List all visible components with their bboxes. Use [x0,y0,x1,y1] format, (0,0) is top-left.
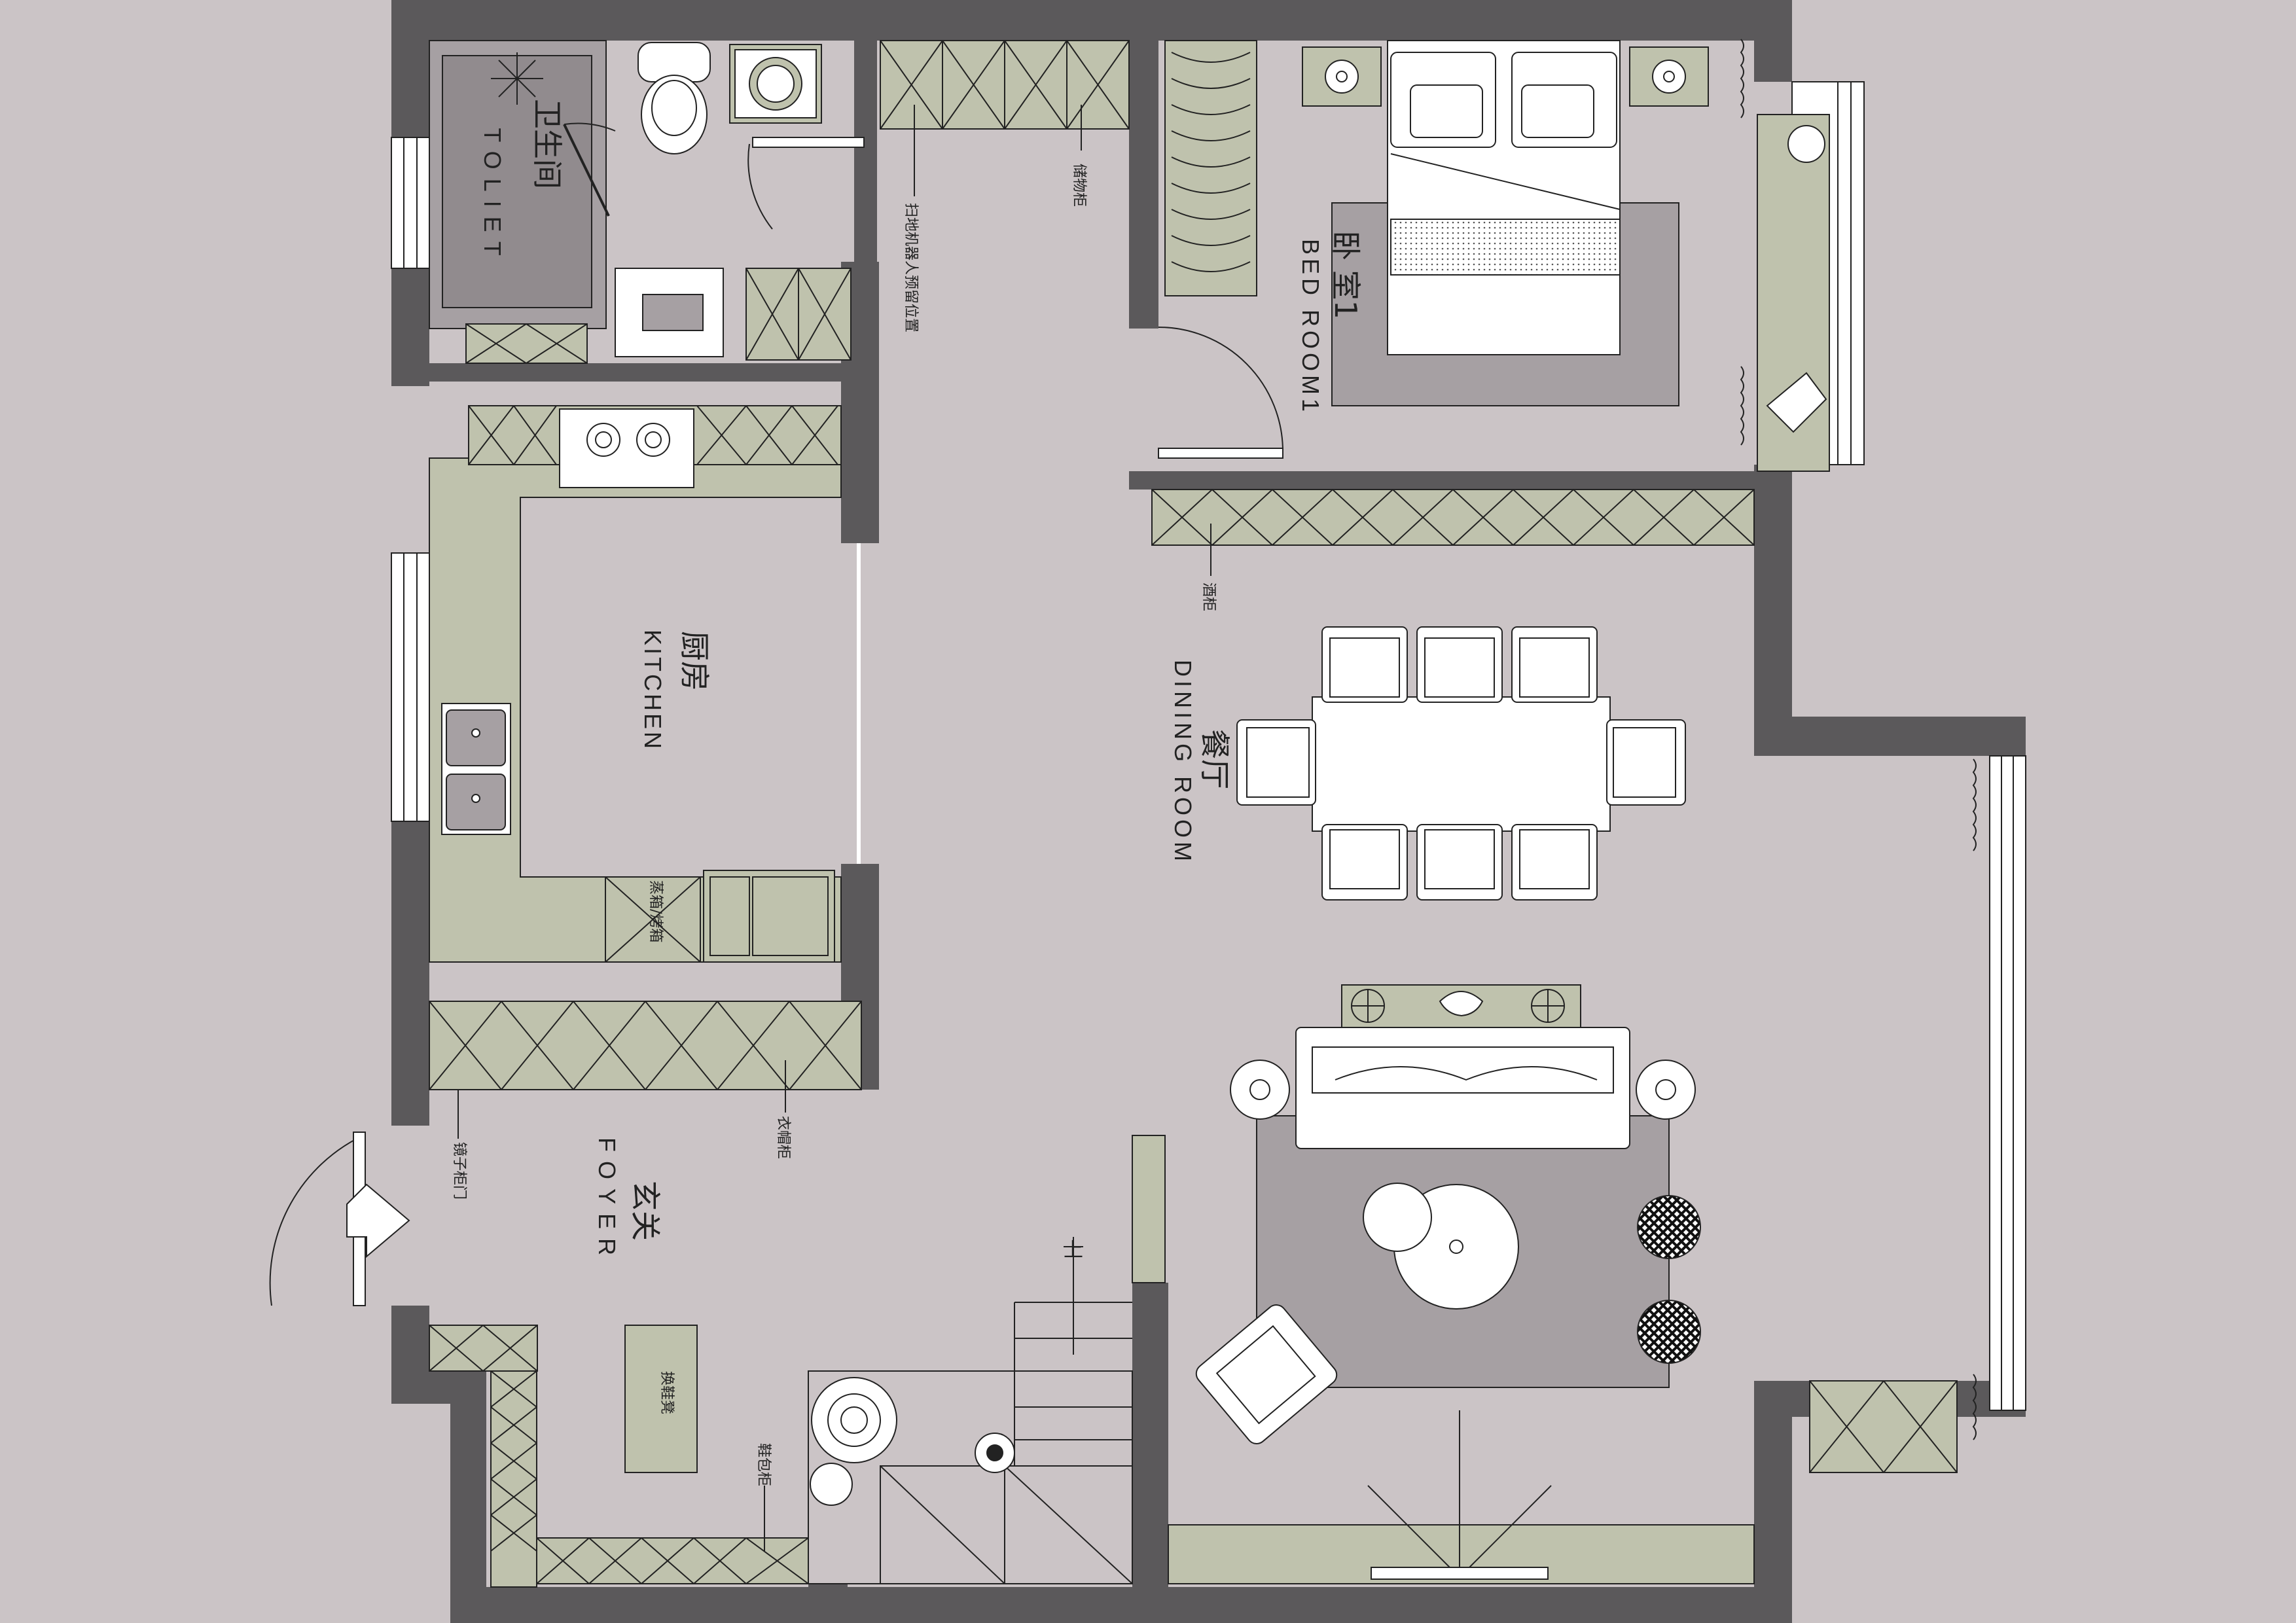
toilet-icon [637,42,711,154]
foyer: 玄关 FOYER 换鞋凳 鞋包柜 [269,1132,897,1588]
plant-icon [1787,125,1825,163]
ottomans-icon [1637,1195,1701,1364]
mirror-door-label: 镜子柜门 [451,1142,467,1200]
bath-door [752,137,865,148]
wall-stair-bottom [808,1584,848,1623]
wardrobe-label: 衣帽柜 [775,1116,791,1159]
kitchen-name: 厨房 [677,631,712,691]
dining-name-en: DINING ROOM [1170,660,1196,865]
entry-arrow-icon [346,1183,410,1258]
foyer-name: 玄关 [628,1181,663,1241]
wall-bedroom-bottom [1129,471,1754,490]
dining: 餐厅 DINING ROOM [1170,626,1686,901]
living [1168,758,1977,1584]
bedroom-name: 卧 室1 [1328,230,1363,319]
washer-icon [729,44,822,124]
oven-cabinet [605,876,701,963]
foyer-plant-icon [810,1463,853,1506]
wall-right-top [1754,0,1792,82]
curtain-living [1972,758,1977,1440]
bedroom-door [1158,448,1283,459]
dining-table-icon [1312,696,1611,832]
wall-stair-left [1132,1283,1168,1587]
wall-right-bedroom [1754,465,1792,756]
sofa-icon [1295,1027,1630,1149]
wine-cabinet [1151,489,1755,546]
wall-right-notch [1754,717,2026,756]
storage-cabinet-top [880,40,1130,130]
console-table-icon [1341,984,1581,1028]
bedroom-door-swing [1158,327,1283,452]
entry-door-swing [269,1138,357,1306]
steam-oven-label: 蒸箱/烤箱 [647,880,664,942]
nightstand-right-icon [1629,46,1709,107]
shoe-cabinet-label: 鞋包柜 [755,1443,772,1486]
curtain-bedroom [1740,39,1744,446]
window-kitchen [391,552,430,822]
window-bath [391,137,430,269]
bath-door-swing [747,143,773,230]
vanity-cabinet [745,268,852,361]
cooktop-icon [559,408,694,488]
wall-bottom-left-down [450,1368,486,1623]
tv-icon [1367,1410,1552,1580]
wall-bath-right [854,41,877,335]
sink-icon [441,703,511,835]
kitchen-name-en: KITCHEN [639,630,666,751]
wall-right-bottom [1754,1381,1792,1623]
bathroom-name: 卫生间 [529,99,565,189]
round-rug-icon [811,1377,897,1463]
side-lamps-icon [1230,1060,1696,1120]
shower-head-icon [491,52,543,105]
bedroom: 卧 室1 BED ROOM1 [1158,39,1830,472]
living-cabinet [1809,1380,1958,1473]
wall-bedroom-left [1129,41,1158,329]
bedroom-name-en: BED ROOM1 [1297,239,1324,416]
bathroom-name-en: TOLIET [479,128,506,264]
stair-up-label: 上 [1064,1239,1083,1262]
dining-name: 餐厅 [1197,729,1232,789]
shoe-cabinet [429,1325,809,1588]
bathroom: 卫生间 TOLIET [429,40,865,364]
shoe-bench-label: 换鞋凳 [658,1371,675,1414]
wardrobe-foyer [429,1001,862,1090]
coffee-table-icon [1363,1183,1519,1310]
dining-chairs [1236,626,1686,901]
shower-glass [563,124,610,217]
kitchen: 蒸箱/烤箱 厨房 KITCHEN [429,405,861,963]
foyer-name-en: FOYER [594,1137,620,1264]
nightstand-left-icon [1302,46,1382,107]
shoe-bench [624,1325,698,1473]
fridge-icon [703,870,835,963]
wine-label: 酒柜 [1200,582,1217,611]
cushion-icon [1766,372,1827,433]
wall-top [391,0,1792,41]
stairs [808,1135,1166,1584]
wardrobe-bedroom [1164,40,1257,296]
upper-cabinet-right [696,405,838,465]
bed-icon [1387,40,1621,355]
storage-label: 储物柜 [1071,164,1087,207]
robot-vacuum-label: 扫地机器人预留位置 [903,203,919,332]
bath-low-cabinet [465,323,588,364]
wall-bath-kitchen [429,363,879,382]
upper-cabinet-left [468,405,557,465]
armchair-icon [1195,1304,1338,1444]
window-living [1989,755,2026,1411]
wall-bottom [450,1587,1792,1623]
